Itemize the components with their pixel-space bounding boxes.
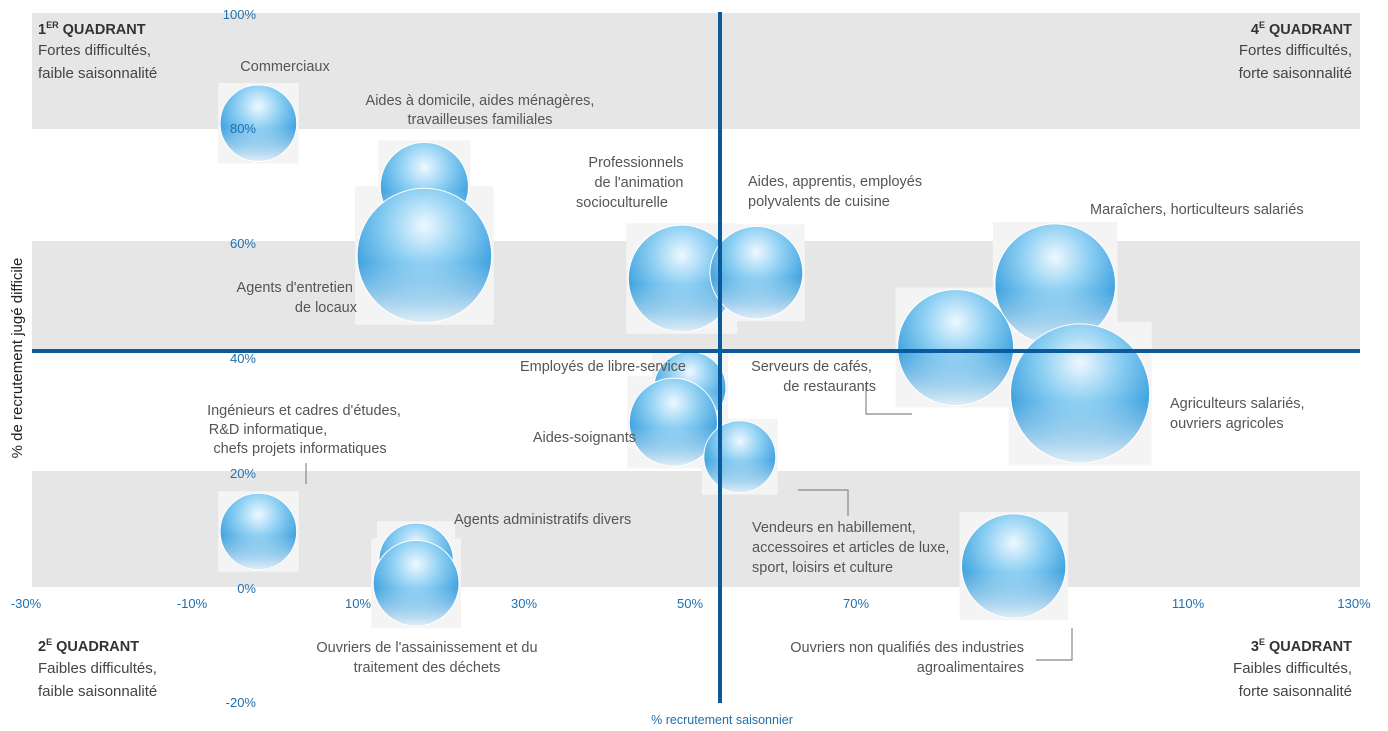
bubble-label-serveurs: Serveurs de cafés, de restaurants (751, 359, 876, 395)
bubbles-layer (218, 82, 1152, 629)
x-tick-label: -10% (177, 596, 208, 611)
x-tick-labels: -30% -10% 10% 30% 50% 70% 110% 130% (11, 596, 1371, 611)
y-tick-label: 40% (230, 351, 256, 366)
q3-title-sup: E (1259, 637, 1265, 647)
quadrant-2-label: 2E QUADRANT Faibles difficultés, faible … (38, 637, 157, 700)
bubble-label-aides-domicile: Aides à domicile, aides ménagères, trava… (366, 93, 599, 128)
bubble-shine (220, 84, 297, 162)
q4-line1: Fortes difficultés, (1239, 42, 1352, 59)
bubble-label-animation: Professionnels de l'animation sociocultu… (576, 155, 688, 211)
y-tick-label: 80% (230, 121, 256, 136)
leader-serveurs (865, 384, 912, 415)
x-tick-label: -30% (11, 596, 42, 611)
x-tick-label: 70% (843, 596, 869, 611)
bubble-shine (628, 225, 736, 332)
q1-title-number: 1 (38, 22, 46, 38)
leader-agroalimentaires (1036, 628, 1073, 661)
q2-line2: faible saisonnalité (38, 683, 157, 700)
q1-line1: Fortes difficultés, (38, 42, 151, 59)
x-tick-label: 10% (345, 596, 371, 611)
leader-lines (305, 384, 1073, 661)
q2-title-number: 2 (38, 639, 46, 655)
bubble-shine (629, 378, 718, 467)
svg-text:3E QUADRANT: 3E QUADRANT (1251, 637, 1352, 655)
bubble-label-libre-service: Employés de libre-service (520, 359, 686, 375)
bubble-label-assainissement: Ouvriers de l'assainissement et du trait… (316, 640, 541, 676)
leader-vendeurs (798, 489, 849, 516)
bubble-label-cuisine: Aides, apprentis, employés polyvalents d… (748, 174, 926, 210)
bubble-shine (703, 420, 776, 493)
bubble-shine (357, 188, 492, 323)
q1-title-sup: ER (46, 20, 59, 30)
bubble-shine (710, 226, 803, 320)
x-tick-label: 50% (677, 596, 703, 611)
q2-title-rest: QUADRANT (52, 639, 139, 655)
bubble-shine (373, 540, 460, 627)
q3-line2: forte saisonnalité (1239, 683, 1352, 700)
x-axis-title: % recrutement saisonnier (651, 713, 793, 727)
bubble-label-agents-entretien: Agents d'entretien de locaux (237, 280, 358, 316)
y-tick-label: -20% (226, 695, 257, 710)
q4-line2: forte saisonnalité (1239, 65, 1352, 82)
q3-line1: Faibles difficultés, (1233, 660, 1352, 677)
q1-title-rest: QUADRANT (59, 22, 146, 38)
quadrant-3-label: 3E QUADRANT Faibles difficultés, forte s… (1233, 637, 1352, 700)
bubble-shine (897, 289, 1014, 406)
bubble-labels: Commerciaux Aides à domicile, aides ména… (207, 59, 1309, 676)
quadrant-4-label: 4E QUADRANT Fortes difficultés, forte sa… (1239, 20, 1353, 82)
bubble-label-ingenieurs: Ingénieurs et cadres d'études, R&D infor… (207, 403, 405, 457)
y-tick-label: 100% (223, 7, 257, 22)
y-tick-label: 60% (230, 236, 256, 251)
bubble-label-vendeurs: Vendeurs en habillement, accessoires et … (752, 520, 953, 576)
q4-title-rest: QUADRANT (1265, 22, 1352, 38)
bubble-shine (994, 223, 1116, 345)
bubble-shine (961, 513, 1066, 619)
bubble-label-maraichers: Maraîchers, horticulteurs salariés (1090, 202, 1304, 218)
bubble-label-agriculteurs: Agriculteurs salariés, ouvriers agricole… (1170, 396, 1309, 432)
svg-text:1ER QUADRANT: 1ER QUADRANT (38, 20, 146, 38)
svg-text:2E QUADRANT: 2E QUADRANT (38, 637, 139, 655)
y-axis-title: % de recrutement jugé difficile (9, 258, 26, 459)
bubble-label-commerciaux: Commerciaux (240, 59, 330, 75)
q2-line1: Faibles difficultés, (38, 660, 157, 677)
x-tick-label: 30% (511, 596, 537, 611)
y-tick-labels: 100% 80% 60% 40% 20% 0% -20% (223, 7, 257, 710)
q3-title-rest: QUADRANT (1265, 639, 1352, 655)
q2-title-sup: E (46, 637, 52, 647)
y-tick-label: 0% (237, 581, 256, 596)
svg-text:4E QUADRANT: 4E QUADRANT (1251, 20, 1352, 38)
bubble-shine (1010, 323, 1150, 464)
x-tick-label: 130% (1337, 596, 1371, 611)
q1-line2: faible saisonnalité (38, 65, 157, 82)
bubble-label-aides-soignants: Aides-soignants (533, 430, 636, 446)
bubble-label-agroalimentaires: Ouvriers non qualifiés des industries ag… (790, 640, 1028, 676)
bubble-shine (220, 493, 297, 570)
q3-title-number: 3 (1251, 639, 1259, 655)
q4-title-number: 4 (1251, 22, 1259, 38)
x-tick-label: 110% (1172, 596, 1205, 611)
y-tick-label: 20% (230, 466, 256, 481)
quadrant-1-label: 1ER QUADRANT Fortes difficultés, faible … (38, 20, 157, 82)
bubble-label-administratifs: Agents administratifs divers (454, 512, 631, 528)
q4-title-sup: E (1259, 20, 1265, 30)
